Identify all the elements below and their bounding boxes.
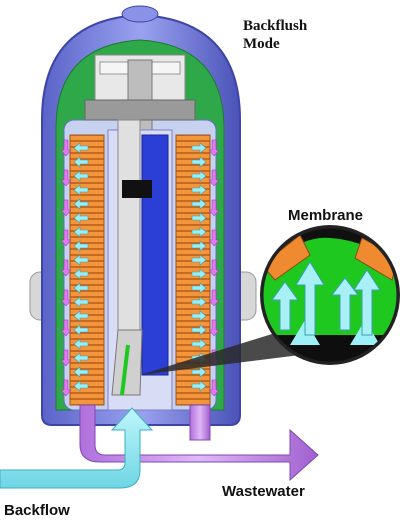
- membrane-label: Membrane: [288, 207, 364, 224]
- flow-arrow: [73, 156, 89, 168]
- flow-arrow: [73, 226, 89, 238]
- flow-arrow: [73, 380, 89, 392]
- return-arrow: [208, 139, 220, 157]
- flow-arrow: [73, 198, 89, 210]
- flow-arrow: [73, 142, 89, 154]
- return-arrow: [208, 229, 220, 247]
- backflow-label: Backflow: [4, 502, 70, 519]
- return-arrow: [208, 379, 220, 397]
- membrane-detail-arrows: [271, 261, 381, 336]
- flow-arrow: [191, 184, 207, 196]
- return-arrow: [208, 289, 220, 307]
- return-arrow: [60, 169, 72, 187]
- return-arrow: [60, 289, 72, 307]
- membrane-magnifier: [260, 225, 400, 365]
- return-arrow: [60, 199, 72, 217]
- mode-label-line1: Backflush: [243, 18, 308, 34]
- flow-arrow: [191, 380, 207, 392]
- flow-arrow: [191, 324, 207, 336]
- backflow-inlet-pipe: [0, 407, 154, 489]
- return-arrow: [60, 379, 72, 397]
- flow-arrow: [191, 282, 207, 294]
- flow-arrow: [73, 212, 89, 224]
- flow-arrow: [191, 338, 207, 350]
- flow-arrow: [73, 324, 89, 336]
- callout-pointer: [140, 330, 300, 375]
- flow-arrow: [73, 282, 89, 294]
- flow-arrow: [73, 338, 89, 350]
- backflush-flow-arrows: [73, 142, 207, 392]
- return-arrow: [60, 349, 72, 367]
- flow-arrow: [191, 170, 207, 182]
- flow-arrow: [73, 170, 89, 182]
- flow-arrow: [73, 184, 89, 196]
- flow-arrow: [191, 142, 207, 154]
- flow-arrow: [73, 268, 89, 280]
- flow-arrow: [73, 352, 89, 364]
- flow-arrow: [73, 366, 89, 378]
- flow-arrow: [73, 254, 89, 266]
- flow-arrow: [191, 366, 207, 378]
- flow-arrow: [191, 226, 207, 238]
- flow-arrow: [191, 240, 207, 252]
- return-arrow: [208, 319, 220, 337]
- return-arrow: [208, 169, 220, 187]
- flow-arrow: [73, 310, 89, 322]
- central-core: [107, 119, 173, 411]
- flow-arrow: [191, 212, 207, 224]
- flow-arrow: [191, 268, 207, 280]
- flow-arrow: [191, 198, 207, 210]
- mode-label-line2: Mode: [243, 36, 280, 52]
- return-arrow: [60, 319, 72, 337]
- wastewater-label: Wastewater: [222, 483, 305, 500]
- return-arrow: [60, 229, 72, 247]
- flow-arrow: [191, 310, 207, 322]
- flow-arrow: [73, 296, 89, 308]
- flow-arrow: [191, 254, 207, 266]
- return-arrow: [208, 199, 220, 217]
- return-arrow: [60, 259, 72, 277]
- return-arrow: [60, 139, 72, 157]
- flow-arrow: [191, 156, 207, 168]
- flow-arrow: [191, 296, 207, 308]
- return-arrow: [208, 259, 220, 277]
- flow-arrow: [73, 240, 89, 252]
